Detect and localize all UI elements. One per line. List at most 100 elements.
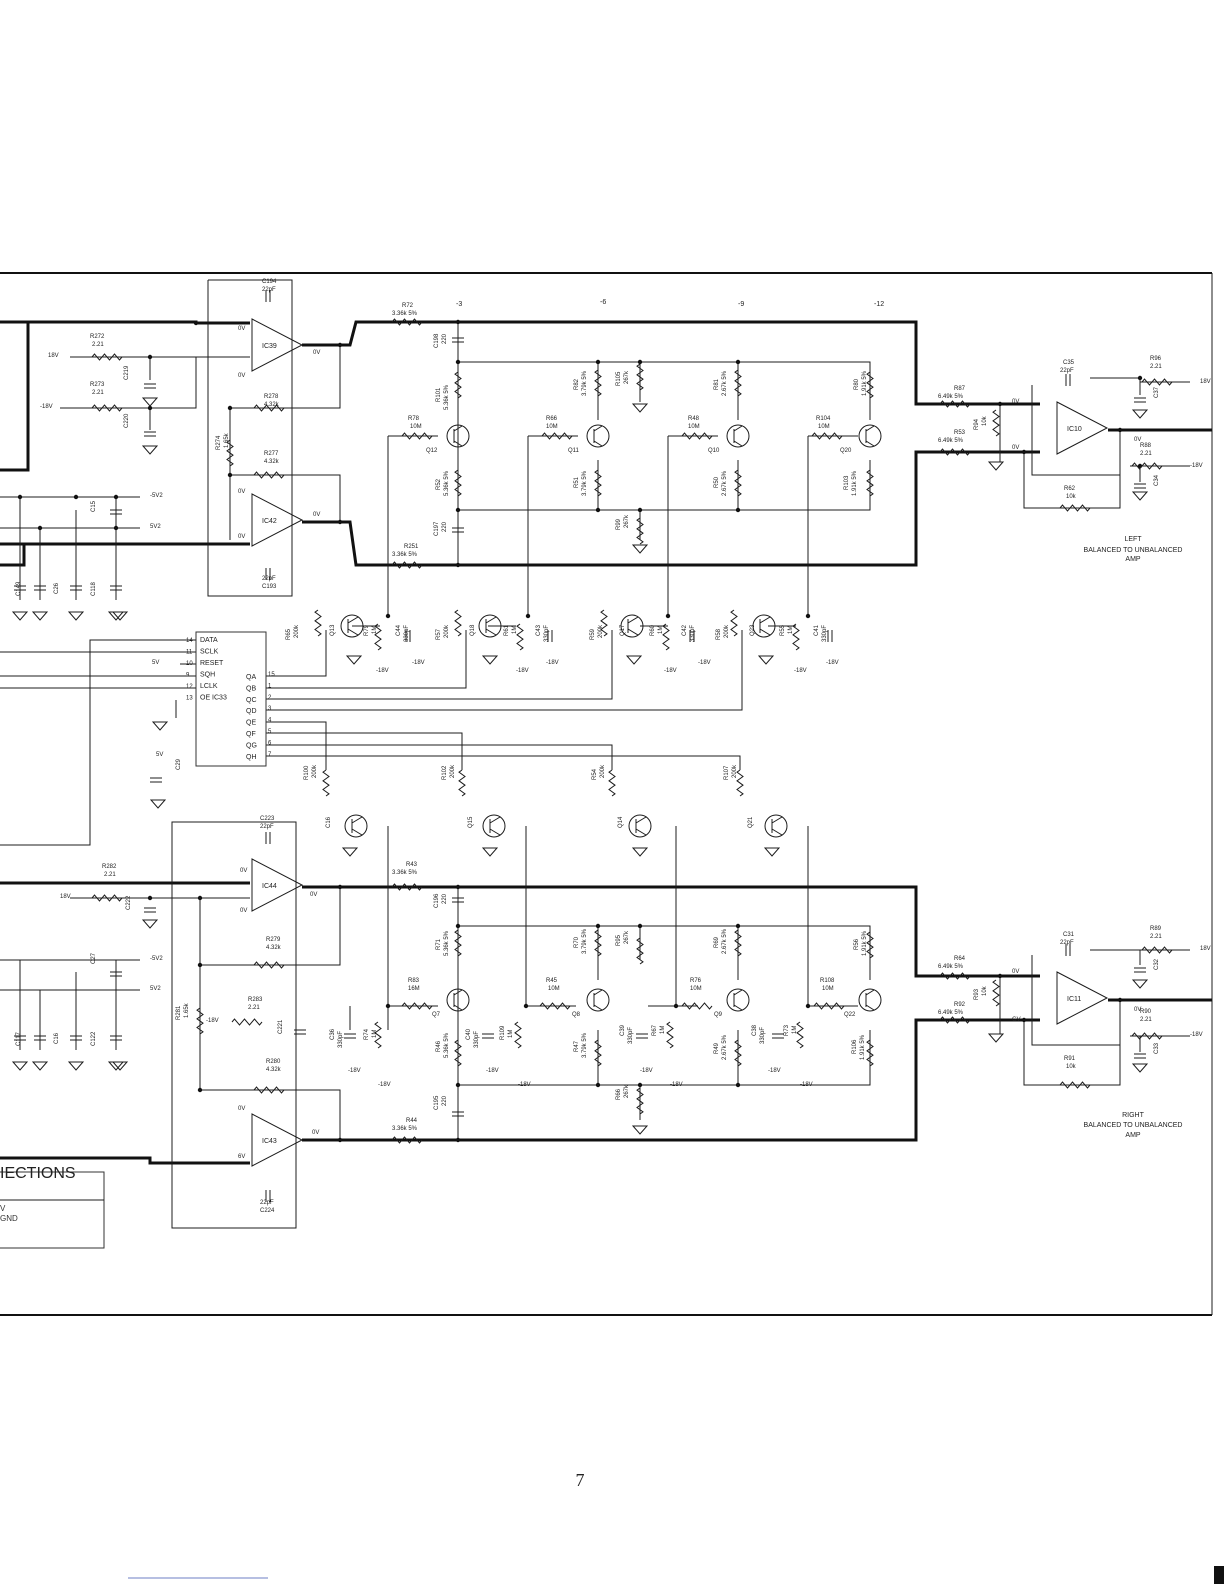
component-label: R79	[364, 624, 370, 636]
jfet-lead	[865, 989, 875, 996]
transistor-lead	[485, 628, 497, 636]
component-label: C195	[434, 1095, 440, 1110]
transistors	[340, 424, 882, 1012]
component-label: R73	[784, 1024, 790, 1036]
rail-label: -18V	[768, 1068, 781, 1074]
corner-mark	[1214, 1566, 1224, 1584]
resistor	[866, 371, 874, 399]
signal-bus	[302, 885, 1040, 978]
ground-icon	[11, 1061, 29, 1071]
component-label: 10k	[982, 415, 988, 426]
junction-dot	[637, 507, 643, 513]
junction-dot	[73, 494, 79, 500]
component-label: R46	[436, 1040, 442, 1052]
component-label: R90	[1140, 1009, 1152, 1015]
component-label: R45	[546, 978, 558, 984]
rail-label: GV	[1012, 1017, 1021, 1023]
resistor	[608, 769, 616, 797]
component-label: R52	[436, 478, 442, 490]
wire	[266, 630, 467, 689]
component-label: Q13	[330, 624, 336, 636]
jfet-icon	[726, 424, 750, 448]
component-label: C27	[91, 952, 97, 964]
component-label: 1M	[788, 626, 794, 634]
op-amp-icon	[251, 493, 304, 547]
rail-label: -5V2	[150, 493, 163, 499]
component-label: R67	[652, 1024, 658, 1036]
rail-label: -18V	[546, 660, 559, 666]
component-label: Q11	[568, 448, 580, 454]
junction-dot	[595, 923, 601, 929]
junction-dot	[735, 507, 741, 513]
component-label: R280	[266, 1059, 281, 1065]
junction-dot	[197, 895, 203, 901]
rail-label: 0V	[238, 326, 245, 332]
junction-dot	[997, 973, 1003, 979]
ground-icon	[31, 1061, 49, 1071]
jfet-lead	[733, 1004, 743, 1011]
rail-label: 0V	[238, 489, 245, 495]
op-amp-icon	[251, 318, 304, 372]
component-label: 3.36k 5%	[392, 552, 418, 558]
component-label: 6.49k 5%	[938, 438, 964, 444]
ground-icon	[345, 655, 363, 665]
component-label: R61	[504, 624, 510, 636]
rail-label: 0V	[1134, 1007, 1141, 1013]
resistor	[1131, 462, 1163, 470]
component-label: R62	[1064, 486, 1076, 492]
step-label-4: -12	[874, 301, 884, 308]
component-label: R95	[616, 934, 622, 946]
resistor	[391, 318, 423, 326]
component-label: R55	[780, 624, 786, 636]
resistor	[458, 769, 466, 797]
ground-icon	[625, 655, 643, 665]
component-label: Q7	[432, 1012, 441, 1018]
component-label: R76	[690, 978, 702, 984]
ground-icon	[151, 721, 169, 731]
signal-bus	[0, 544, 26, 567]
jfet-lead	[733, 440, 743, 447]
jfet-icon	[586, 988, 610, 1012]
sr-output-pin: 6	[268, 740, 272, 746]
step-label-1: -3	[456, 301, 462, 308]
component-label: 1M	[372, 1030, 378, 1038]
component-label: C198	[434, 333, 440, 348]
sr-output-pin: 1	[268, 683, 272, 689]
resistor	[662, 623, 670, 651]
resistor	[391, 1136, 423, 1144]
junction-dot	[455, 507, 461, 513]
ground-icon	[141, 397, 159, 407]
component-label: R100	[304, 765, 310, 780]
resistor	[636, 517, 644, 545]
transistor-icon	[764, 814, 788, 838]
junction-dot	[455, 884, 461, 890]
rail-label: 18V	[1200, 379, 1211, 385]
resistor	[539, 1002, 571, 1010]
resistor	[1059, 504, 1091, 512]
component-label: 2.21	[248, 1005, 260, 1011]
transistor-lead	[759, 616, 771, 624]
rail-label: -18V	[1190, 1032, 1203, 1038]
component-label: R106	[852, 1039, 858, 1054]
junction-dot	[197, 962, 203, 968]
component-label: 10M	[690, 986, 702, 992]
jfet-icon	[446, 988, 470, 1012]
rail-label: -18V	[486, 1068, 499, 1074]
rail-label: 18V	[60, 894, 71, 900]
resistor	[666, 1021, 674, 1049]
component-label: C43	[536, 624, 542, 636]
ground-icon	[1131, 1063, 1149, 1073]
component-label: C117	[16, 1031, 22, 1046]
sr-output-name: QE	[246, 720, 256, 727]
sr-input-pin: 10	[186, 661, 193, 667]
component-label: 10M	[548, 986, 560, 992]
component-label: 22pF	[262, 576, 276, 582]
junction-dot	[637, 923, 643, 929]
rail-label: -18V	[826, 660, 839, 666]
transistor-lead	[771, 828, 783, 836]
component-label: 1.65k	[184, 1002, 190, 1018]
component-label: 10M	[546, 424, 558, 430]
component-label: 2.21	[92, 390, 104, 396]
op-amp-icon	[251, 1113, 304, 1167]
